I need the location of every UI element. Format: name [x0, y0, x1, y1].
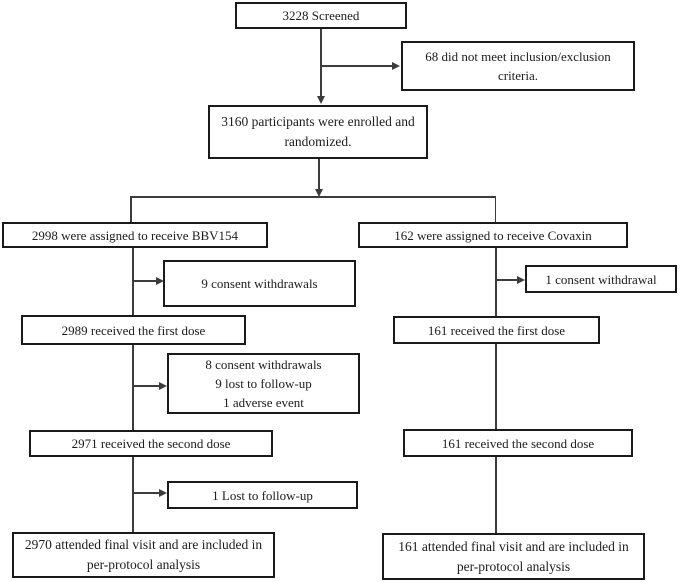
arm1-second-dropouts-line2: 9 lost to follow-up	[215, 376, 312, 391]
arrowhead-down-enrolled	[317, 96, 325, 104]
split-bar	[130, 196, 496, 198]
arm2-withdrawal-label: 1 consent withdrawal	[545, 271, 657, 287]
screened-label: 3228 Screened	[282, 8, 360, 23]
arm2-assigned-label: 162 were assigned to receive Covaxin	[394, 227, 592, 243]
arrowhead-arm2-withdrawal	[517, 276, 525, 284]
connector-arm1-lost-followup	[133, 492, 160, 494]
arrowhead-right-excluded	[392, 62, 400, 70]
arm1-first-dose-label: 2989 received the first dose	[61, 322, 206, 338]
flow-box-arm2-second-dose: 161 received the second dose	[403, 429, 633, 457]
connector-enrolled-to-split	[318, 159, 320, 190]
arm1-second-dose-label: 2971 received the second dose	[71, 436, 231, 451]
arm1-spine	[132, 247, 134, 533]
connector-arm1-second-dropouts	[133, 385, 160, 387]
flow-box-arm1-second-dose: 2971 received the second dose	[29, 430, 273, 457]
arm1-final-label: 2970 attended final visit and are includ…	[24, 537, 263, 572]
arm2-spine	[495, 247, 497, 534]
arm1-withdrawal-label: 9 consent withdrawals	[201, 276, 318, 291]
split-stub-left	[130, 196, 132, 223]
flow-box-arm2-first-dose: 161 received the first dose	[393, 316, 600, 344]
arrowhead-arm1-second-dropouts	[159, 382, 167, 390]
connector-arm2-withdrawal	[496, 279, 518, 281]
flow-box-arm1-lost-followup: 1 Lost to follow-up	[167, 481, 358, 509]
flow-box-arm2-withdrawal: 1 consent withdrawal	[525, 265, 677, 293]
flow-box-excluded: 68 did not meet inclusion/exclusion crit…	[401, 41, 635, 91]
arm1-second-dropouts-line3: 1 adverse event	[223, 395, 304, 410]
flow-box-arm1-assigned: 2998 were assigned to receive BBV154	[2, 222, 268, 248]
flow-box-enrolled: 3160 participants were enrolled and rand…	[208, 105, 428, 159]
connector-arm1-withdrawal	[133, 280, 157, 282]
arm1-assigned-label: 2998 were assigned to receive BBV154	[31, 227, 239, 243]
arrowhead-arm1-lost-followup	[159, 489, 167, 497]
arm1-second-dropouts-line1: 8 consent withdrawals	[205, 357, 322, 372]
flow-box-arm2-assigned: 162 were assigned to receive Covaxin	[358, 222, 628, 248]
flow-box-arm2-final: 161 attended final visit and are include…	[382, 533, 645, 580]
flow-box-screened: 3228 Screened	[235, 2, 407, 29]
enrolled-label: 3160 participants were enrolled and rand…	[221, 114, 415, 149]
arm2-final-label: 161 attended final visit and are include…	[398, 538, 629, 574]
arm2-first-dose-label: 161 received the first dose	[427, 322, 566, 338]
arm2-second-dose-label: 161 received the second dose	[441, 435, 595, 451]
arrowhead-arm1-withdrawal	[156, 277, 164, 285]
connector-to-excluded	[321, 65, 393, 67]
flow-box-arm1-final: 2970 attended final visit and are includ…	[12, 532, 275, 578]
connector-screened-to-enrolled	[320, 29, 322, 97]
excluded-label: 68 did not meet inclusion/exclusion crit…	[425, 49, 611, 83]
split-stub-right	[494, 196, 496, 223]
flow-box-arm1-second-dropouts: 8 consent withdrawals 9 lost to follow-u…	[167, 353, 360, 414]
flow-box-arm1-first-dose: 2989 received the first dose	[21, 315, 246, 345]
arm1-lost-followup-label: 1 Lost to follow-up	[212, 487, 313, 503]
arrowhead-down-split	[315, 189, 323, 197]
flow-box-arm1-withdrawal: 9 consent withdrawals	[163, 260, 356, 307]
